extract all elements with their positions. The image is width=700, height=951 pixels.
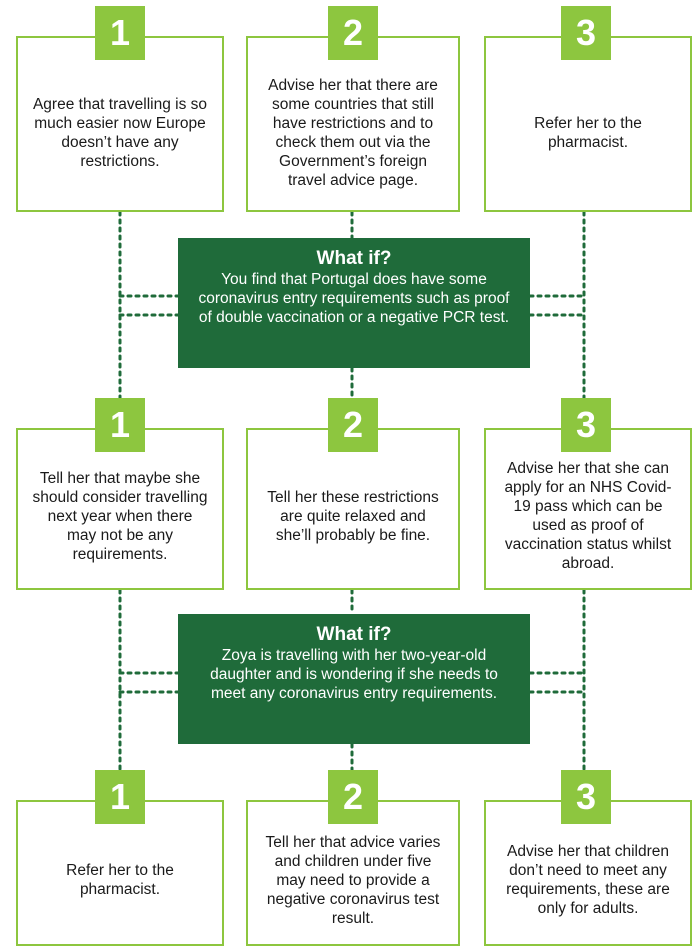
option-box-3-2: Tell her that advice varies and children… xyxy=(246,800,460,946)
what-if-body: You find that Portugal does have some co… xyxy=(198,271,510,326)
what-if-body: Zoya is travelling with her two-year-old… xyxy=(210,647,498,702)
option-text: Advise her that there are some countries… xyxy=(268,77,438,189)
option-box-1-2: Advise her that there are some countries… xyxy=(246,36,460,212)
option-text: Advise her that she can apply for an NHS… xyxy=(504,460,672,572)
what-if-title: What if? xyxy=(316,248,392,269)
option-box-3-1: Refer her to the pharmacist. xyxy=(16,800,224,946)
number-badge: 2 xyxy=(328,398,378,452)
option-text: Agree that travelling is so much easier … xyxy=(32,96,208,170)
option-box-2-1: Tell her that maybe she should consider … xyxy=(16,428,224,590)
what-if-title: What if? xyxy=(316,624,392,645)
number-badge: 1 xyxy=(95,398,145,452)
number-badge: 1 xyxy=(95,6,145,60)
option-box-1-3: Refer her to the pharmacist. xyxy=(484,36,692,212)
number-badge: 1 xyxy=(95,770,145,824)
what-if-box-1: What if? You find that Portugal does hav… xyxy=(178,238,530,368)
option-text: Tell her that advice varies and children… xyxy=(265,833,441,927)
option-box-1-1: Agree that travelling is so much easier … xyxy=(16,36,224,212)
option-box-3-3: Advise her that children don’t need to m… xyxy=(484,800,692,946)
number-badge: 2 xyxy=(328,770,378,824)
option-box-2-3: Advise her that she can apply for an NHS… xyxy=(484,428,692,590)
number-badge: 2 xyxy=(328,6,378,60)
option-text: Refer her to the pharmacist. xyxy=(534,115,642,151)
number-badge: 3 xyxy=(561,6,611,60)
option-text: Refer her to the pharmacist. xyxy=(66,862,174,898)
option-text: Tell her these restrictions are quite re… xyxy=(267,488,439,544)
option-text: Tell her that maybe she should consider … xyxy=(32,469,208,563)
number-badge: 3 xyxy=(561,398,611,452)
number-badge: 3 xyxy=(561,770,611,824)
what-if-box-2: What if? Zoya is travelling with her two… xyxy=(178,614,530,744)
option-text: Advise her that children don’t need to m… xyxy=(506,843,670,917)
option-box-2-2: Tell her these restrictions are quite re… xyxy=(246,428,460,590)
